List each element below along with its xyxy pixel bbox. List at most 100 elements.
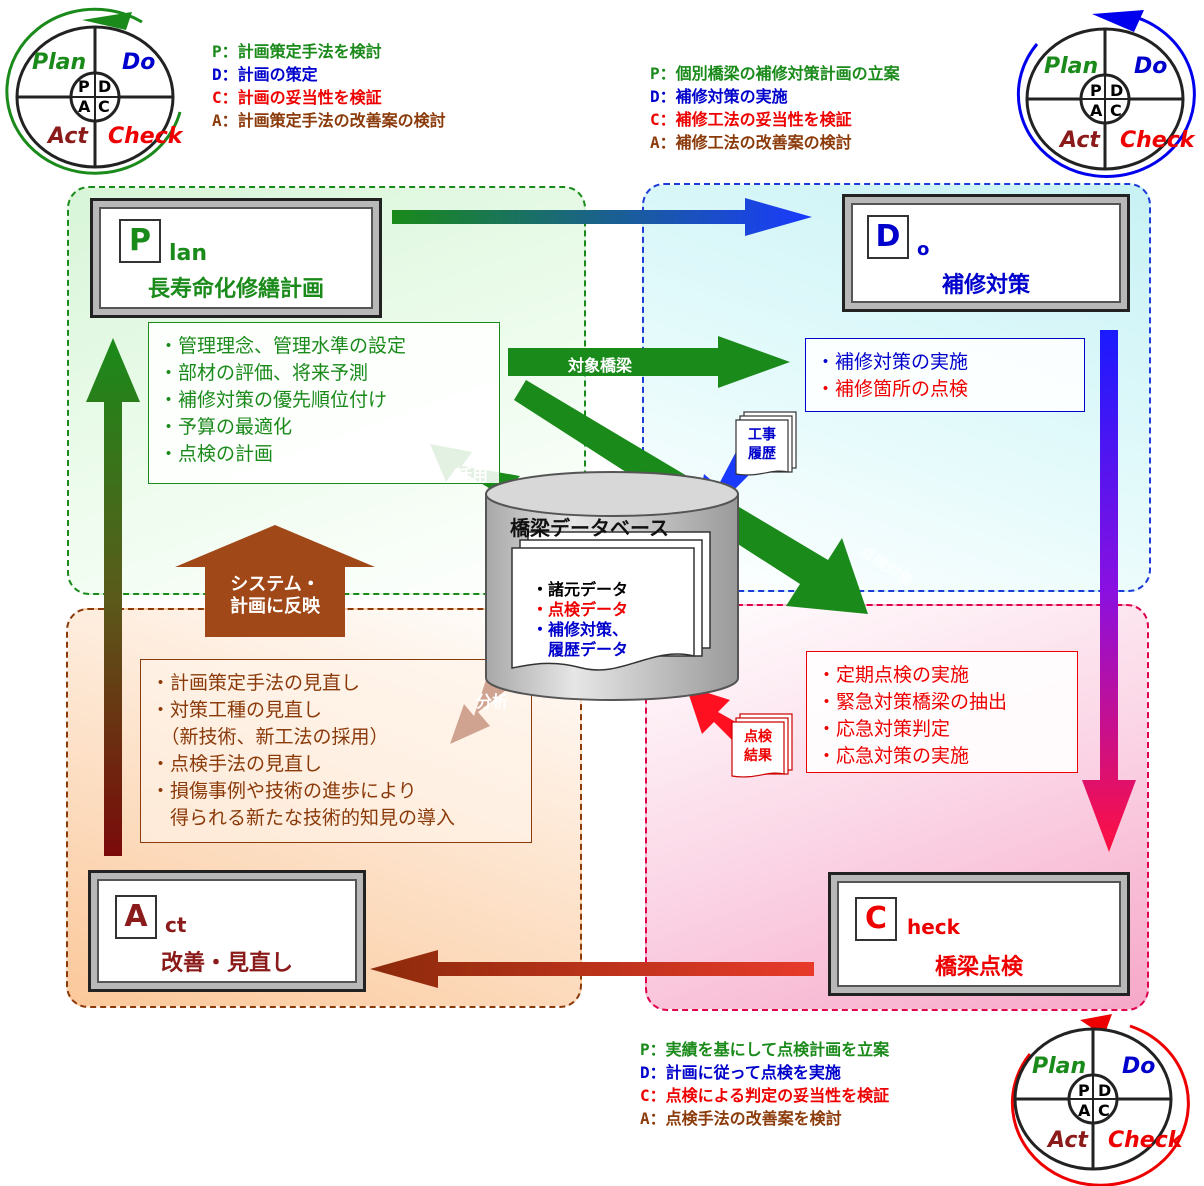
pdca-plan-label: Plan: [32, 50, 87, 75]
list-item: ・補修対策の実施: [816, 351, 969, 373]
plan-letter: P: [119, 219, 161, 263]
pdca-icon-plan-labels: Plan Do Act Check P D A C: [0, 0, 195, 185]
do-rest: o: [917, 239, 930, 260]
do-letter: D: [867, 215, 909, 259]
pdca-do-label: Do: [122, 50, 156, 75]
list-item: ・点検の計画: [159, 443, 274, 465]
pdca-act-label: Act: [1060, 128, 1100, 153]
plan-subtitle: 長寿命化修繕計画: [147, 277, 324, 302]
check-rest: heck: [907, 915, 960, 939]
pdca-c: C: [98, 97, 110, 116]
list-item: ・緊急対策橋梁の抽出: [817, 691, 1008, 713]
pdca-p: P: [78, 77, 90, 96]
database-items: ・諸元データ ・点検データ ・補修対策、 履歴データ: [532, 580, 628, 660]
list-item: （新技術、新工法の採用）: [151, 726, 389, 748]
pdca-icon-check: [1010, 1014, 1190, 1186]
act-letter: A: [115, 895, 157, 939]
pdca-act-label: Act: [48, 124, 88, 149]
utilize-label: 活用: [456, 466, 489, 485]
reflect-line1: システム・: [230, 574, 320, 595]
legend-item: P：計画策定手法を検討: [212, 42, 382, 61]
legend-item: A：計画策定手法の改善案の検討: [212, 111, 446, 130]
database-cylinder: [485, 471, 739, 701]
do-task-list: ・補修対策の実施 ・補修箇所の点検: [805, 338, 1085, 412]
act-stage-box: A ct 改善・見直し: [88, 870, 366, 992]
legend-plan: P：計画策定手法を検討 D：計画の策定 C：計画の妥当性を検証 A：計画策定手法…: [212, 40, 446, 132]
check-letter: C: [855, 897, 897, 941]
reflect-line2: 計画に反映: [230, 596, 320, 617]
db-item: ・点検データ: [532, 600, 629, 619]
inspection-result-line2: 結果: [744, 748, 772, 764]
pdca-check-label: Check: [108, 124, 183, 149]
pdca-p: P: [1090, 81, 1102, 100]
list-item: ・定期点検の実施: [817, 664, 970, 686]
pdca-icon-plan: [5, 7, 182, 175]
work-history-line2: 履歴: [748, 446, 776, 462]
analysis-label: 分析: [476, 692, 509, 711]
inspection-result-line1: 点検: [744, 729, 772, 745]
legend-item: D：計画に従って点検を実施: [640, 1063, 841, 1082]
pdca-d: D: [1110, 81, 1124, 100]
pdca-d: D: [98, 77, 112, 96]
db-item: ・諸元データ: [532, 580, 629, 599]
pdca-act-label: Act: [1048, 1128, 1088, 1153]
database-title: 橋梁データベース: [510, 516, 669, 540]
legend-item: A：補修工法の改善案の検討: [650, 133, 852, 152]
plan-stage-box: P lan 長寿命化修繕計画: [90, 198, 382, 318]
do-subtitle: 補修対策: [941, 273, 1030, 298]
pdca-a: A: [78, 97, 91, 116]
act-rest: ct: [165, 913, 187, 937]
plan-rest: lan: [169, 241, 208, 266]
pdca-plan-label: Plan: [1044, 54, 1099, 79]
db-item: ・補修対策、: [532, 620, 629, 639]
pdca-do-label: Do: [1134, 54, 1168, 79]
pdca-icon-do: [1016, 10, 1196, 178]
legend-item: A：点検手法の改善案を検討: [640, 1109, 842, 1128]
arrow-reflect: [175, 525, 375, 637]
target-bridge-label: 対象橋梁: [568, 356, 633, 375]
work-history-label: 工事 履歴: [737, 426, 787, 464]
plan-task-list: ・管理理念、管理水準の設定 ・部材の評価、将来予測 ・補修対策の優先順位付け ・…: [148, 322, 500, 484]
legend-item: C：補修工法の妥当性を検証: [650, 110, 852, 129]
arrow-act-to-plan: [86, 338, 140, 856]
list-item: ・補修対策の優先順位付け: [159, 389, 388, 411]
legend-do: P：個別橋梁の補修対策計画の立案 D：補修対策の実施 C：補修工法の妥当性を検証…: [650, 62, 900, 154]
pdca-p: P: [1078, 1081, 1090, 1100]
list-item: ・応急対策判定: [817, 718, 951, 740]
pdca-plan-label: Plan: [1032, 1054, 1087, 1079]
list-item: 得られる新たな技術的知見の導入: [151, 807, 456, 829]
list-item: ・管理理念、管理水準の設定: [159, 335, 407, 357]
pdca-icon-do-labels: Plan Do Act Check P D A C: [1012, 4, 1202, 184]
list-item: ・損傷事例や技術の進歩により: [151, 780, 417, 802]
legend-item: C：点検による判定の妥当性を検証: [640, 1086, 890, 1105]
pdca-icon-check-labels: Plan Do Act Check P D A C: [1000, 1004, 1190, 1184]
pdca-a: A: [1090, 101, 1103, 120]
legend-item: P：実績を基にして点検計画を立案: [640, 1040, 890, 1059]
pdca-check-label: Check: [1108, 1128, 1183, 1153]
arrow-target-bridge: [508, 336, 790, 388]
list-item: ・予算の最適化: [159, 416, 293, 438]
db-item: 履歴データ: [532, 640, 629, 659]
list-item: ・点検手法の見直し: [151, 753, 323, 775]
do-stage-box: D o 補修対策: [842, 194, 1130, 312]
pdca-do-label: Do: [1122, 1054, 1156, 1079]
work-history-line1: 工事: [748, 427, 776, 443]
arrow-do-to-check: [1082, 330, 1136, 852]
legend-item: D：計画の策定: [212, 65, 318, 84]
reflect-label: システム・ 計画に反映: [208, 574, 342, 618]
pdca-d: D: [1098, 1081, 1112, 1100]
pdca-c: C: [1098, 1101, 1110, 1120]
check-subtitle: 橋梁点検: [934, 955, 1023, 980]
pdca-c: C: [1110, 101, 1122, 120]
list-item: ・対策工種の見直し: [151, 699, 323, 721]
inspection-result-doc-icon: [731, 713, 793, 778]
list-item: ・補修箇所の点検: [816, 378, 969, 400]
act-task-list: ・計画策定手法の見直し ・対策工種の見直し （新技術、新工法の採用） ・点検手法…: [140, 659, 532, 843]
arrow-plan-to-do: [392, 198, 812, 236]
arrow-check-to-act: [370, 950, 814, 988]
legend-item: P：個別橋梁の補修対策計画の立案: [650, 64, 900, 83]
list-item: ・応急対策の実施: [817, 745, 970, 767]
pdca-check-label: Check: [1120, 128, 1195, 153]
act-subtitle: 改善・見直し: [160, 951, 293, 976]
list-item: ・計画策定手法の見直し: [151, 672, 361, 694]
